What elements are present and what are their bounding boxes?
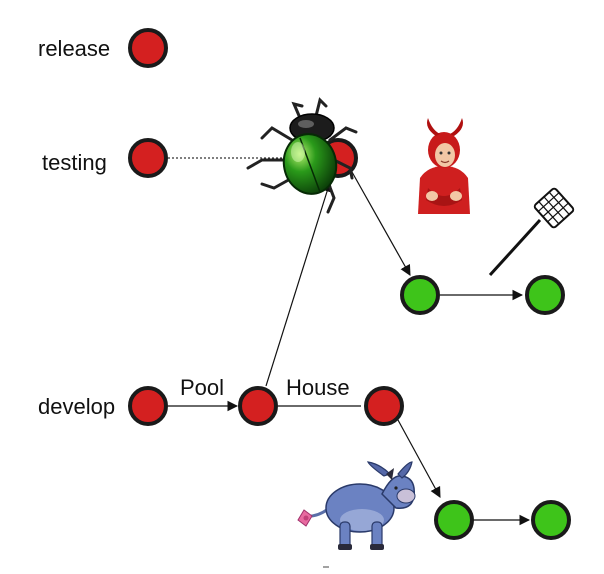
edge-label-house: House [286, 375, 350, 400]
branch-label-release: release [38, 36, 110, 61]
node-release [128, 28, 168, 68]
node-fix-1 [400, 275, 440, 315]
node-testing-1 [128, 138, 168, 178]
node-develop-3 [364, 386, 404, 426]
fly-swatter-image [488, 187, 575, 277]
node-develop-1 [128, 386, 168, 426]
node-develop-2 [238, 386, 278, 426]
node-feature-2 [531, 500, 571, 540]
devil-child-image [418, 118, 470, 214]
edge-label-pool: Pool [180, 375, 224, 400]
beetle-image [246, 97, 358, 214]
donkey-image [297, 461, 416, 550]
node-feature-1 [434, 500, 474, 540]
branch-label-testing: testing [42, 150, 107, 175]
branch-label-develop: develop [38, 394, 115, 419]
edge-house-to-feature [397, 419, 441, 498]
edge-develop-to-testing [265, 180, 333, 387]
edge-testing-to-fix [351, 171, 411, 276]
node-fix-2 [525, 275, 565, 315]
commit-nodes [128, 28, 571, 540]
